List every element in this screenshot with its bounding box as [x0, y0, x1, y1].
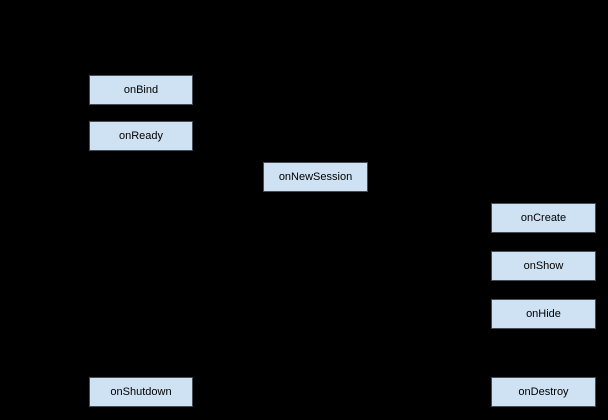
- lifecycle-node-onshutdown: onShutdown: [89, 377, 193, 407]
- lifecycle-node-onready: onReady: [89, 121, 193, 151]
- lifecycle-node-onshow: onShow: [491, 251, 596, 281]
- lifecycle-node-onnewsession: onNewSession: [263, 162, 368, 192]
- lifecycle-node-ondestroy: onDestroy: [491, 377, 596, 407]
- lifecycle-node-oncreate: onCreate: [491, 203, 596, 233]
- lifecycle-node-onhide: onHide: [491, 299, 596, 329]
- lifecycle-node-onbind: onBind: [89, 75, 193, 105]
